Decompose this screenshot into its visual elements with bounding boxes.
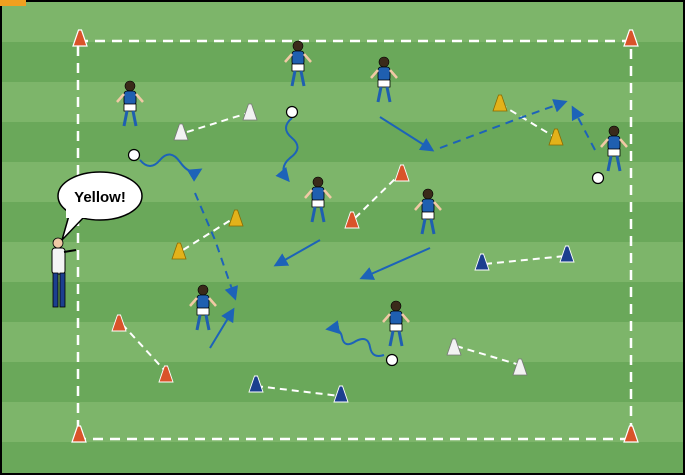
- ball: [287, 107, 298, 118]
- ball: [593, 173, 604, 184]
- ball: [387, 355, 398, 366]
- speech-bubble-text: Yellow!: [74, 189, 126, 206]
- corner-tab: [0, 0, 26, 6]
- ball: [129, 150, 140, 161]
